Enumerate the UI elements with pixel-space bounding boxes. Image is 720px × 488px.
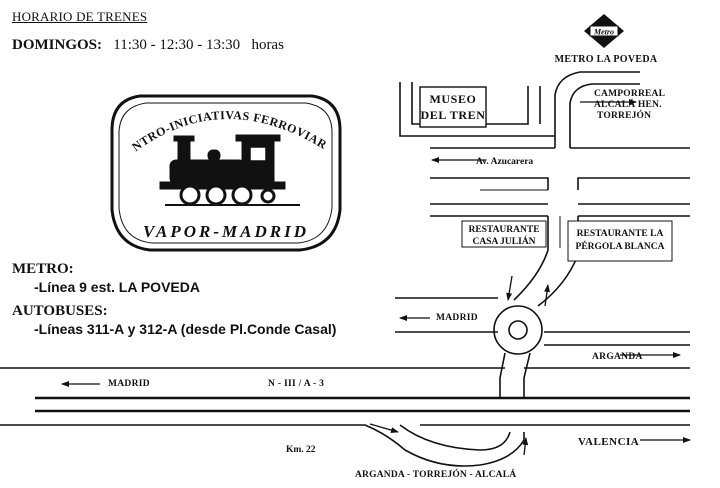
metro-heading: METRO: xyxy=(12,261,74,277)
dest-ne-3: TORREJÓN xyxy=(597,109,651,121)
metro-sign: Metro xyxy=(584,14,624,48)
schedule-unit: horas xyxy=(251,37,284,53)
museum-label-1: MUSEO xyxy=(429,92,476,106)
km-label: Km. 22 xyxy=(286,445,316,455)
dir-madrid-highway: MADRID xyxy=(108,379,150,389)
bus-heading: AUTOBUSES: xyxy=(12,303,108,319)
schedule-label: DOMINGOS: xyxy=(12,37,102,53)
highway-label: N - III / A - 3 xyxy=(268,379,324,389)
street-label: Av. Azucarera xyxy=(476,157,533,167)
dir-valencia: VALENCIA xyxy=(578,436,639,448)
metro-sign-label: Metro xyxy=(593,28,614,37)
logo: CENTRO-INICIATIVAS FERROVIARIAS VAPOR-MA… xyxy=(0,0,342,252)
metro-station-label: METRO LA POVEDA xyxy=(555,54,658,65)
museum-box: MUSEO DEL TREN xyxy=(419,86,487,128)
restaurant-1-line-1: RESTAURANTE xyxy=(468,225,539,235)
restaurant-2-line-1: RESTAURANTE LA xyxy=(577,229,664,239)
schedule-line: DOMINGOS: 11:30 - 12:30 - 13:30 horas xyxy=(12,37,284,54)
dir-arganda: ARGANDA xyxy=(592,352,643,362)
road-network xyxy=(0,71,690,467)
restaurant-box-2: RESTAURANTE LA PÉRGOLA BLANCA xyxy=(567,220,673,262)
logo-bottom-text: VAPOR-MADRID xyxy=(143,222,309,241)
metro-line: -Línea 9 est. LA POVEDA xyxy=(34,279,200,295)
svg-text:CENTRO-INICIATIVAS FERROVIARIA: CENTRO-INICIATIVAS FERROVIARIAS xyxy=(0,0,330,154)
dest-bottom: ARGANDA - TORREJÓN - ALCALÁ xyxy=(355,468,516,480)
restaurant-box-1: RESTAURANTE CASA JULIÁN xyxy=(461,220,547,248)
locomotive-icon xyxy=(159,134,300,206)
logo-plate xyxy=(110,94,342,252)
dest-ne-2: ALCALÁ HEN. xyxy=(594,98,662,110)
restaurant-1-line-2: CASA JULIÁN xyxy=(472,235,535,247)
page-title: HORARIO DE TRENES xyxy=(12,9,148,24)
dir-madrid-mid: MADRID xyxy=(436,313,478,323)
bus-lines: -Líneas 311-A y 312-A (desde Pl.Conde Ca… xyxy=(34,321,337,337)
logo-top-text: CENTRO-INICIATIVAS FERROVIARIAS xyxy=(0,0,329,154)
direction-arrows xyxy=(61,99,691,456)
restaurant-2-line-2: PÉRGOLA BLANCA xyxy=(576,240,665,252)
schedule-times: 11:30 - 12:30 - 13:30 xyxy=(113,37,241,53)
museum-label-2: DEL TREN xyxy=(421,108,486,122)
dest-ne-1: CAMPORREAL xyxy=(594,89,665,99)
